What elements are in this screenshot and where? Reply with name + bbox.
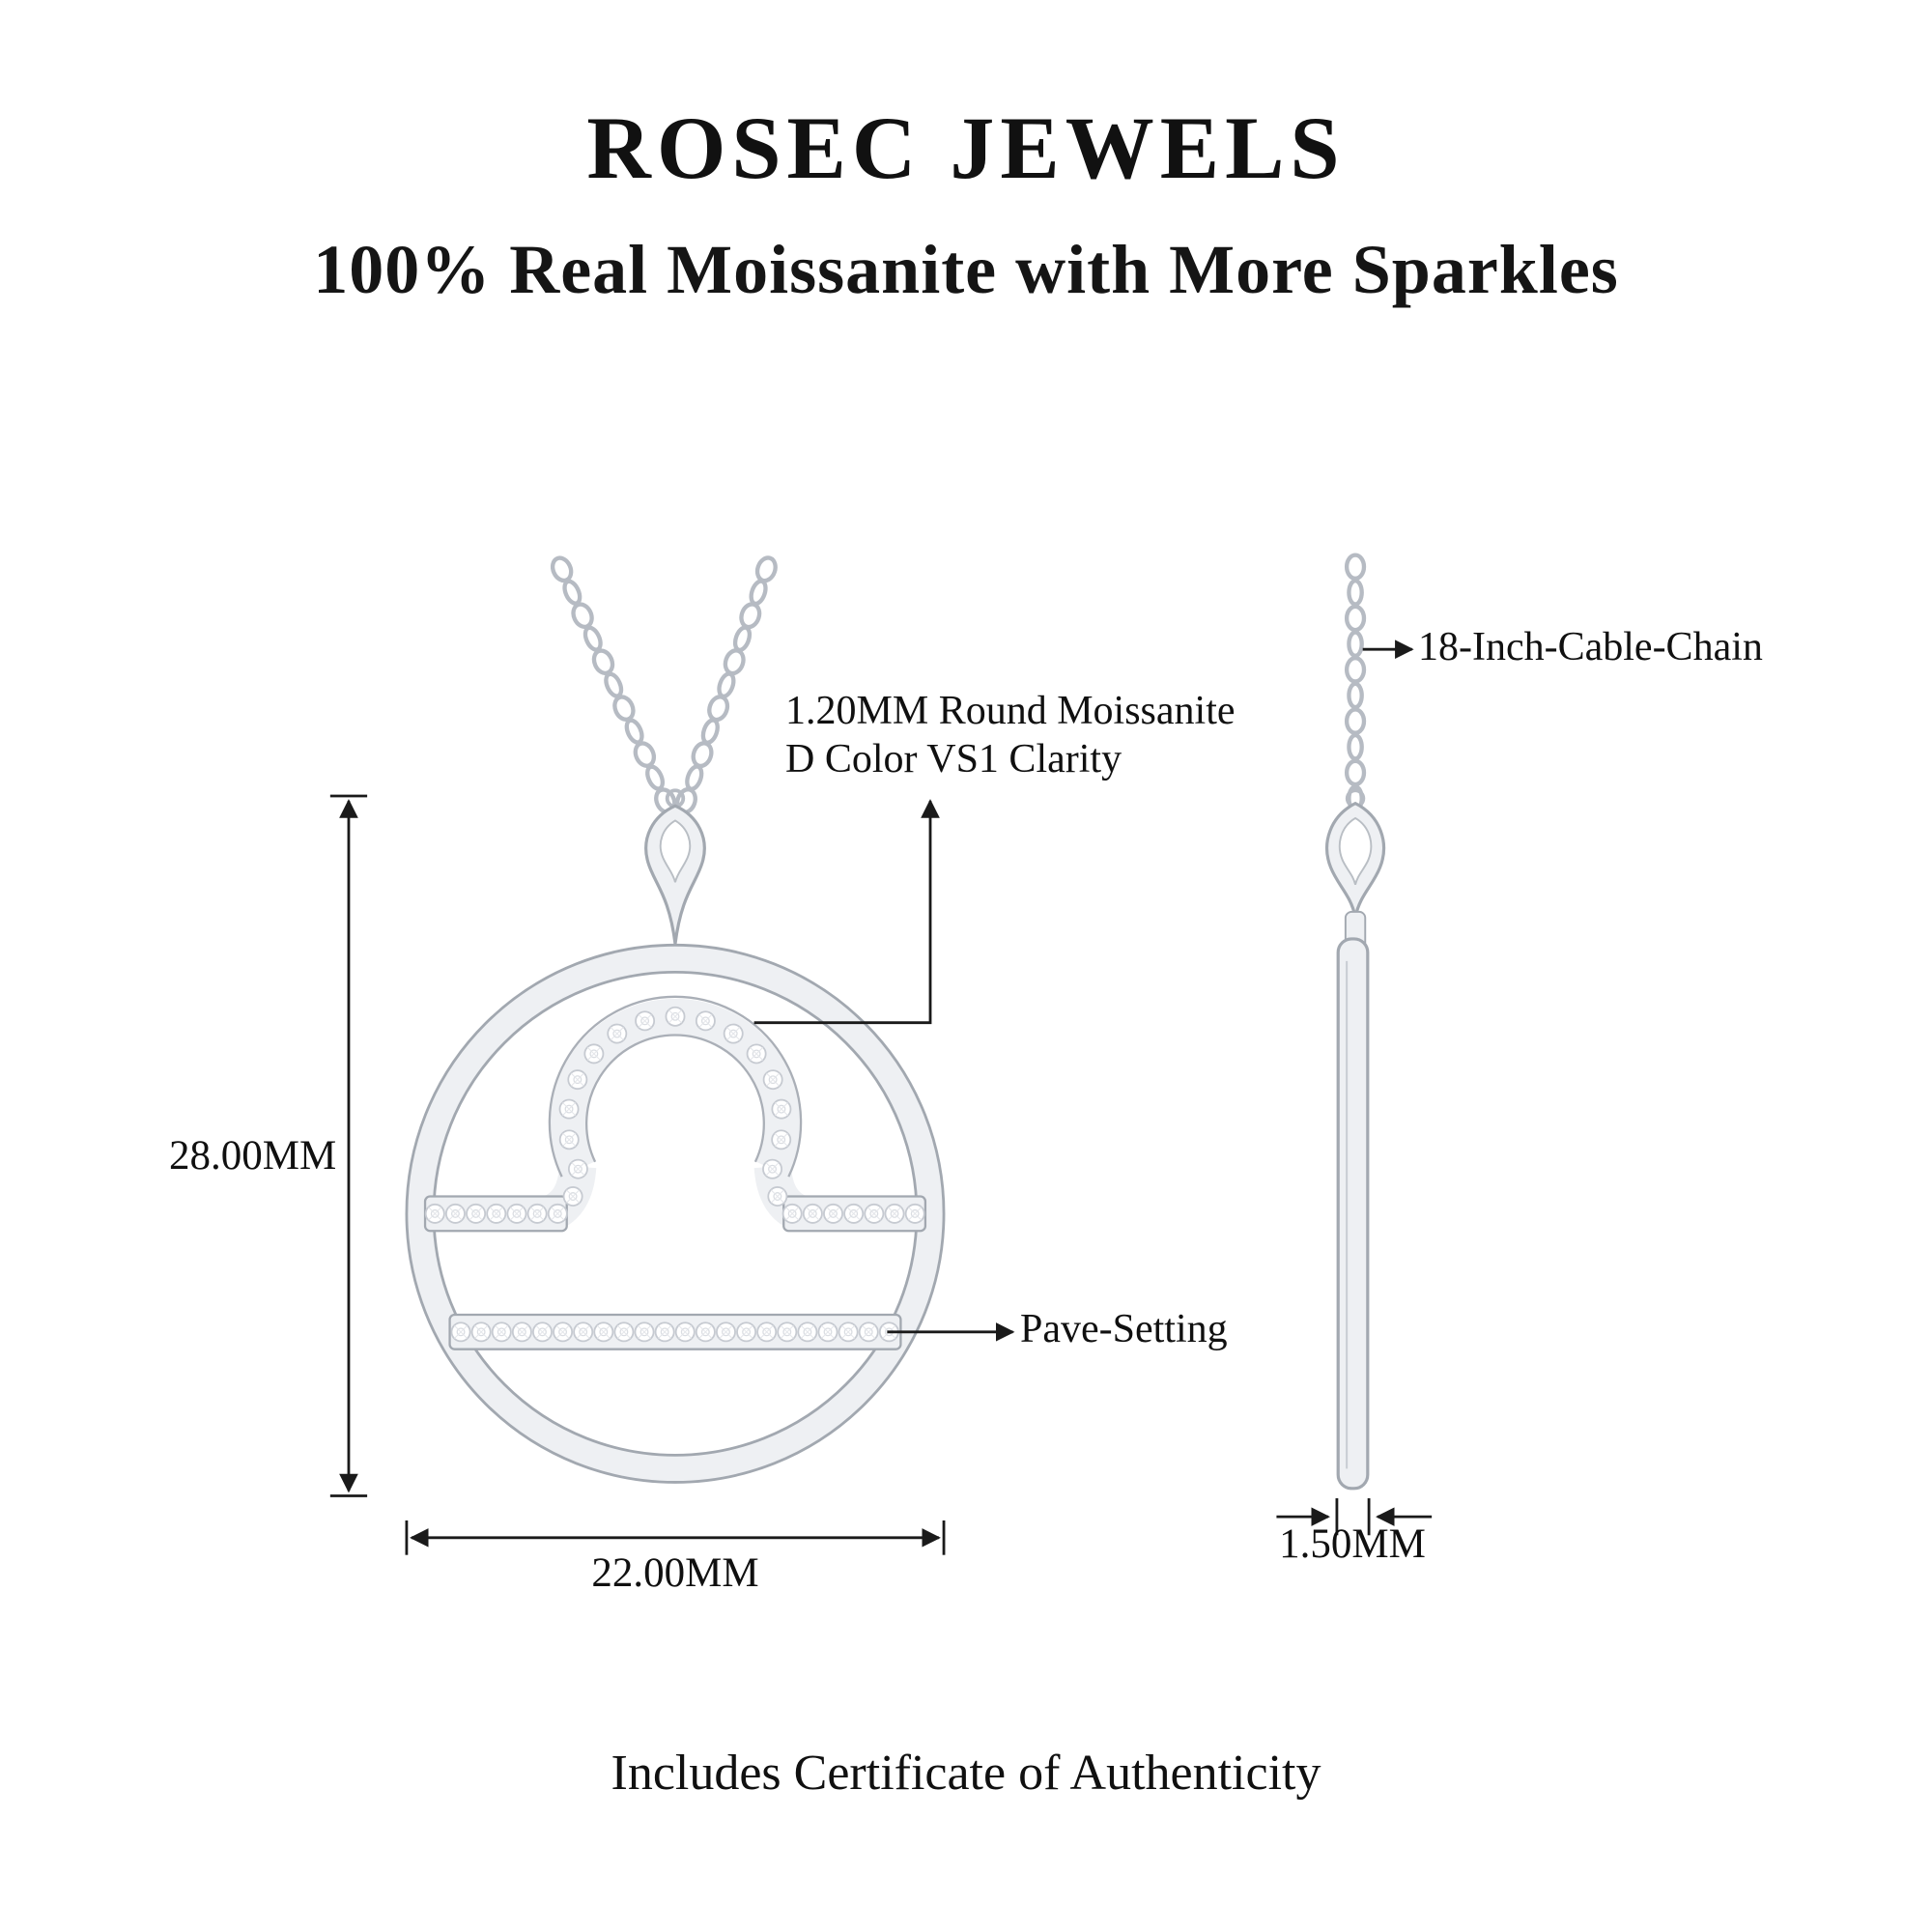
height-dimension: [329, 794, 368, 1497]
tagline: 100% Real Moissanite with More Sparkles: [313, 231, 1619, 308]
width-dimension: [405, 1520, 946, 1555]
certificate-note: Includes Certificate of Authenticity: [611, 1746, 1321, 1801]
dimension-height-label: 28.00MM: [169, 1133, 337, 1179]
brand-title: ROSEC JEWELS: [586, 99, 1346, 197]
dimension-lines: [329, 639, 1433, 1555]
annotation-stone-size-line2: D Color VS1 Clarity: [785, 737, 1122, 781]
cable-chain-side-strand: [1344, 553, 1367, 812]
pendant-bail-hole: [659, 819, 692, 883]
pave-stones: [424, 1006, 925, 1343]
annotation-stone-size-line1: 1.20MM Round Moissanite: [785, 689, 1236, 733]
pendant-bail-side-hole: [1338, 816, 1373, 886]
libra-symbol: [423, 995, 927, 1350]
annotation-pave-setting: Pave-Setting: [1020, 1307, 1228, 1351]
cable-chain-right-strand: [674, 555, 778, 815]
dimension-width-label: 22.00MM: [591, 1550, 759, 1596]
annotation-chain-length: 18-Inch-Cable-Chain: [1418, 625, 1763, 669]
pendant-circle-outer-edge: [405, 943, 946, 1484]
front-view: [405, 555, 946, 1484]
side-view: [1325, 553, 1385, 1491]
thickness-dimension: [1276, 1498, 1433, 1536]
dimension-thickness-label: 1.50MM: [1279, 1521, 1426, 1567]
pendant-profile: [1336, 937, 1370, 1491]
leader-stone-callout: [753, 799, 940, 1025]
pendant-circle-band: [406, 945, 945, 1483]
cable-chain-left-strand: [550, 555, 677, 814]
